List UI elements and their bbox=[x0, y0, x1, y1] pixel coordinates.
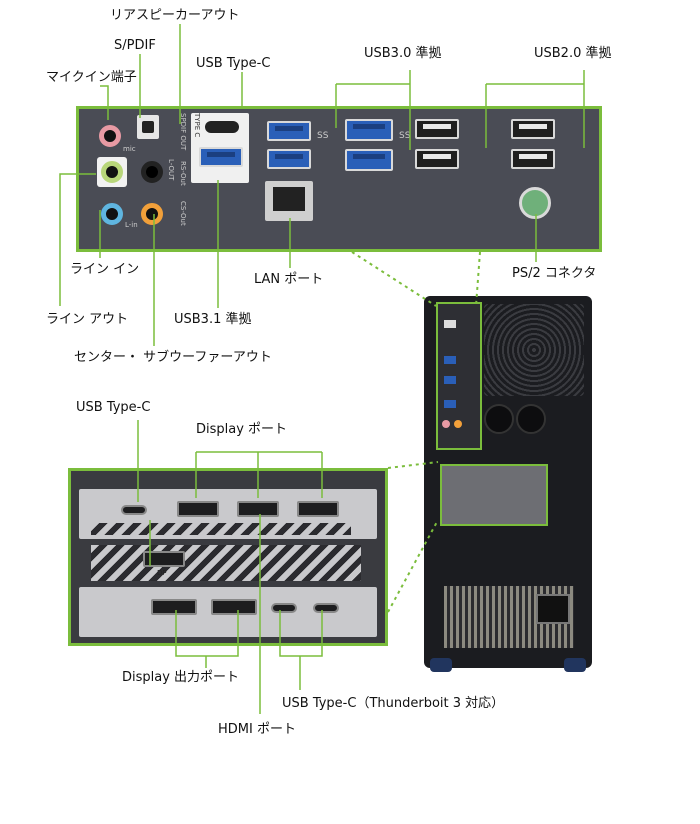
ss-mark-2: SS bbox=[399, 131, 411, 141]
mic-text: mic bbox=[123, 145, 136, 153]
label-line-in: ライン イン bbox=[70, 262, 140, 277]
line-out-text: L-OUT bbox=[167, 159, 175, 181]
line-out-jack bbox=[101, 161, 123, 183]
label-usb-type-c-gpu: USB Type-C bbox=[76, 400, 151, 415]
line-in-text: L-in bbox=[125, 221, 138, 229]
gpu-vent-2 bbox=[91, 545, 361, 581]
mic-jack bbox=[99, 125, 121, 147]
usb30-port-1 bbox=[267, 121, 311, 141]
io-port-d bbox=[444, 400, 456, 408]
line-in-jack bbox=[101, 203, 123, 225]
gpu-vent-1 bbox=[91, 523, 351, 535]
io-port-b bbox=[444, 356, 456, 364]
cs-out-text: CS-Out bbox=[179, 201, 187, 226]
gpu-type-c-port bbox=[121, 505, 147, 515]
usb20-port-2 bbox=[415, 149, 459, 169]
top-io-highlight bbox=[436, 302, 482, 450]
usb20-port-1 bbox=[415, 119, 459, 139]
label-usb20: USB2.0 準拠 bbox=[534, 46, 612, 61]
gpu-panel: DP bbox=[68, 468, 388, 646]
gpu-hdmi-port bbox=[237, 501, 279, 517]
pc-tower bbox=[424, 296, 592, 672]
usb31-port bbox=[199, 147, 243, 167]
gpu-highlight bbox=[440, 464, 548, 526]
spdif-out-text: SPDIF OUT bbox=[179, 113, 187, 151]
fan-grill bbox=[484, 304, 584, 396]
label-usb-type-c-top: USB Type-C bbox=[196, 56, 271, 71]
label-line-out: ライン アウト bbox=[46, 312, 129, 327]
usb30-port-2 bbox=[267, 149, 311, 169]
rear-io-panel: mic SPDIF OUT L-OUT RS-Out L-in CS-Out T… bbox=[76, 106, 602, 252]
usb20-port-3 bbox=[511, 119, 555, 139]
psu-socket bbox=[536, 594, 570, 624]
knob-left bbox=[484, 404, 514, 434]
gpu-dp-port-1 bbox=[177, 501, 219, 517]
spdif-hole bbox=[142, 121, 154, 133]
foot-right bbox=[564, 658, 586, 672]
rear-speaker-jack bbox=[141, 161, 163, 183]
usb30-port-4 bbox=[345, 149, 393, 171]
label-lan-port: LAN ポート bbox=[254, 272, 324, 287]
gpu-dp-port-3 bbox=[143, 551, 185, 567]
type-c-text: TYPE C bbox=[193, 113, 201, 138]
io-jack-a bbox=[454, 420, 462, 428]
gpu-tb-port-1 bbox=[271, 603, 297, 613]
label-rear-speaker-out: リアスピーカーアウト bbox=[110, 8, 240, 23]
center-subwoofer-jack bbox=[141, 203, 163, 225]
gpu-dp-port-2 bbox=[297, 501, 339, 517]
gpu-dp-out-1 bbox=[151, 599, 197, 615]
label-ps2-connector: PS/2 コネクタ bbox=[512, 266, 597, 281]
usb-type-c-port bbox=[205, 121, 239, 133]
usb20-port-4 bbox=[511, 149, 555, 169]
label-spdif: S/PDIF bbox=[114, 38, 156, 53]
label-usb30: USB3.0 準拠 bbox=[364, 46, 442, 61]
ss-mark-1: SS bbox=[317, 131, 329, 141]
label-mic-in: マイクイン端子 bbox=[46, 70, 137, 85]
io-port-a bbox=[444, 320, 456, 328]
label-center-subwoofer-out: センター・ サブウーファーアウト bbox=[74, 350, 272, 365]
io-port-c bbox=[444, 376, 456, 384]
lan-port-hole bbox=[273, 187, 305, 211]
label-hdmi-port: HDMI ポート bbox=[218, 722, 296, 737]
knob-right bbox=[516, 404, 546, 434]
ps2-port bbox=[519, 187, 551, 219]
io-jack-b bbox=[442, 420, 450, 428]
gpu-dp-out-2 bbox=[211, 599, 257, 615]
foot-left bbox=[430, 658, 452, 672]
label-usb31: USB3.1 準拠 bbox=[174, 312, 252, 327]
dp-text: DP bbox=[157, 569, 167, 577]
label-display-output-port: Display 出力ポート bbox=[122, 670, 240, 685]
gpu-tb-port-2 bbox=[313, 603, 339, 613]
label-display-port: Display ポート bbox=[196, 422, 288, 437]
usb30-port-3 bbox=[345, 119, 393, 141]
label-usb-type-c-thunderbolt: USB Type-C（Thunderboit 3 対応） bbox=[282, 696, 505, 711]
rs-out-text: RS-Out bbox=[179, 161, 187, 186]
